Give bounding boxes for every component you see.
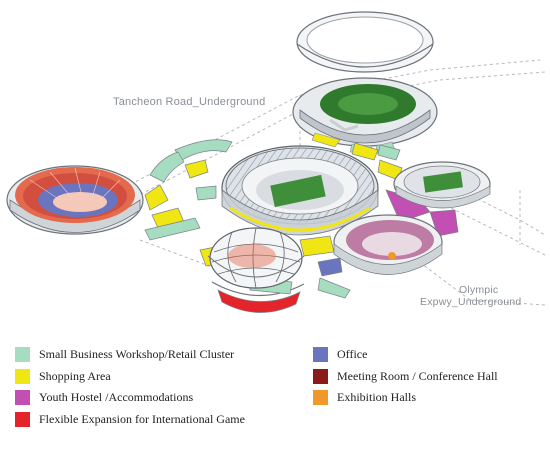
right-bottom-arena: [333, 214, 443, 275]
site-diagram: Tancheon Road_Underground Olympic Expwy_…: [6, 11, 546, 313]
legend-item-shopping: Shopping Area: [15, 368, 111, 384]
legend-item-office: Office: [313, 346, 367, 362]
legend-item-flexible: Flexible Expansion for International Gam…: [15, 411, 245, 427]
legend-swatch-shopping: [15, 368, 30, 384]
legend-label-retail: Small Business Workshop/Retail Cluster: [39, 346, 235, 361]
legend-swatch-exhibition: [313, 389, 328, 405]
legend-label-meeting: Meeting Room / Conference Hall: [337, 368, 498, 383]
legend-swatch-hostel: [15, 389, 30, 405]
legend-swatch-meeting: [313, 368, 328, 384]
legend-item-exhibition: Exhibition Halls: [313, 389, 416, 405]
legend-label-office: Office: [337, 346, 368, 361]
legend-swatch-retail: [15, 346, 30, 362]
bottom-dome: [207, 227, 305, 313]
olympic-expwy-label-line2: Expwy_Underground: [420, 296, 522, 308]
legend: Small Business Workshop/Retail Cluster O…: [0, 338, 550, 455]
tancheon-road-label: Tancheon Road_Underground: [113, 96, 266, 108]
legend-item-meeting: Meeting Room / Conference Hall: [313, 368, 498, 384]
legend-item-retail: Small Business Workshop/Retail Cluster: [15, 346, 234, 362]
right-small-arena: [393, 161, 491, 209]
left-arena: [6, 165, 144, 235]
legend-label-hostel: Youth Hostel /Accommodations: [39, 389, 194, 404]
main-stadium: [144, 139, 459, 299]
legend-label-flexible: Flexible Expansion for International Gam…: [39, 411, 245, 426]
exploded-axonometric: [6, 11, 546, 313]
legend-label-shopping: Shopping Area: [39, 368, 111, 383]
legend-swatch-office: [313, 346, 328, 362]
legend-swatch-flexible: [15, 411, 30, 427]
legend-label-exhibition: Exhibition Halls: [337, 389, 416, 404]
upper-roof-disc: [296, 11, 434, 73]
olympic-expwy-label-line1: Olympic: [459, 284, 499, 296]
legend-item-hostel: Youth Hostel /Accommodations: [15, 389, 193, 405]
